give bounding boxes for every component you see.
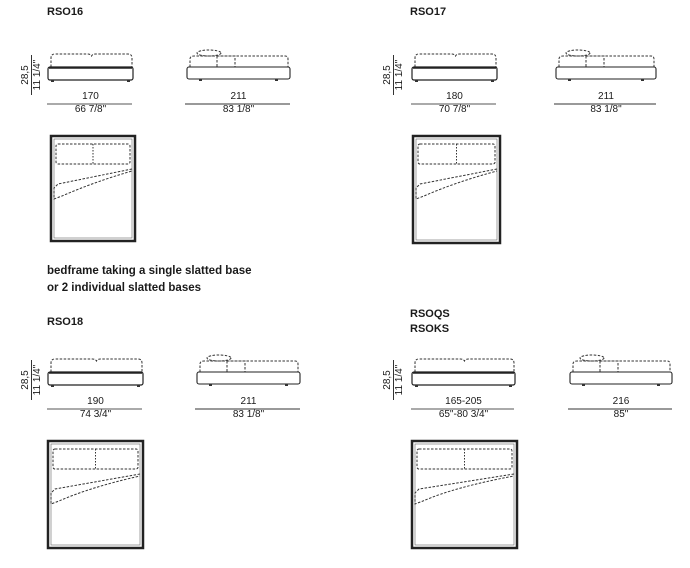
length-in: 83 1/8" bbox=[590, 104, 622, 115]
top-view-frame bbox=[46, 439, 145, 550]
front-bed-base bbox=[47, 371, 144, 386]
length-cm: 211 bbox=[230, 91, 247, 102]
length-in: 85" bbox=[613, 409, 629, 420]
width-cm: 165-205 bbox=[445, 396, 482, 407]
length-dimension: 211 83 1/8" bbox=[194, 396, 304, 421]
model-title: RSO17 bbox=[410, 6, 446, 18]
front-bed-base bbox=[411, 371, 516, 386]
length-dimension: 211 83 1/8" bbox=[551, 91, 661, 116]
side-bed-base bbox=[196, 371, 301, 385]
top-view-frame bbox=[49, 134, 137, 243]
side-foot bbox=[657, 384, 660, 386]
width-in: 70 7/8" bbox=[438, 104, 471, 115]
front-pillows-outline bbox=[50, 53, 133, 67]
side-foot bbox=[275, 79, 278, 81]
side-bed-base bbox=[569, 371, 673, 385]
length-dimension: 211 83 1/8" bbox=[184, 91, 294, 116]
top-view-frame bbox=[411, 134, 502, 245]
side-mattress-outline bbox=[558, 55, 655, 67]
side-pillow-outline bbox=[565, 49, 591, 57]
front-pillows-outline bbox=[414, 53, 497, 67]
blanket-fold-outline bbox=[415, 168, 498, 200]
side-mattress-outline bbox=[572, 360, 671, 372]
side-foot bbox=[582, 384, 585, 386]
top-pillows-outline bbox=[55, 143, 131, 165]
model-title: RSO16 bbox=[47, 6, 83, 18]
front-foot bbox=[415, 80, 418, 82]
side-bed-base bbox=[186, 66, 291, 80]
length-in: 83 1/8" bbox=[232, 409, 265, 420]
width-dimension: 180 70 7/8" bbox=[400, 91, 510, 116]
front-foot bbox=[51, 80, 54, 82]
width-in: 66 7/8" bbox=[74, 104, 107, 115]
side-mattress-outline bbox=[189, 55, 289, 67]
front-pillows-outline bbox=[50, 358, 143, 372]
front-pillows-outline bbox=[414, 358, 515, 372]
side-foot bbox=[568, 79, 571, 81]
front-foot bbox=[509, 385, 512, 387]
length-cm: 216 bbox=[612, 396, 630, 407]
side-pillow-outline bbox=[196, 49, 222, 57]
model-code: RSOQS bbox=[410, 308, 450, 320]
length-cm: 211 bbox=[598, 91, 614, 102]
model-code: RSO16 bbox=[47, 6, 84, 18]
side-foot bbox=[209, 384, 212, 386]
length-cm: 211 bbox=[240, 396, 257, 407]
model-code-alt: RSOKS bbox=[410, 323, 450, 335]
side-foot bbox=[199, 79, 202, 81]
model-code: RSO18 bbox=[47, 316, 84, 328]
bedframe-note: bedframe taking a single slatted base or… bbox=[47, 263, 252, 297]
model-title: RSO18 bbox=[47, 316, 83, 328]
width-dimension: 165-205 65"-80 3/4" bbox=[409, 396, 519, 421]
model-code: RSO17 bbox=[410, 6, 447, 18]
length-in: 83 1/8" bbox=[222, 104, 255, 115]
width-in: 65"-80 3/4" bbox=[438, 409, 489, 420]
blanket-fold-outline bbox=[53, 168, 133, 200]
front-bed-base bbox=[411, 66, 498, 81]
front-foot bbox=[51, 385, 54, 387]
width-in: 74 3/4" bbox=[79, 409, 112, 420]
side-mattress-outline bbox=[199, 360, 299, 372]
side-pillow-outline bbox=[206, 354, 232, 362]
top-view-inner bbox=[414, 443, 515, 546]
note-line-1: bedframe taking a single slatted base bbox=[47, 265, 252, 277]
front-foot bbox=[127, 80, 130, 82]
width-dimension: 170 66 7/8" bbox=[36, 91, 146, 116]
front-foot bbox=[137, 385, 140, 387]
blanket-fold-outline bbox=[50, 473, 141, 505]
front-foot bbox=[415, 385, 418, 387]
top-view-frame bbox=[410, 439, 519, 550]
width-cm: 190 bbox=[87, 396, 104, 407]
width-cm: 170 bbox=[82, 91, 99, 102]
side-foot bbox=[641, 79, 644, 81]
side-bed-base bbox=[555, 66, 657, 80]
blanket-fold-outline bbox=[414, 473, 515, 505]
front-bed-base bbox=[47, 66, 134, 81]
note-line-2: or 2 individual slatted bases bbox=[47, 282, 202, 294]
width-cm: 180 bbox=[446, 91, 463, 102]
model-title: RSOQS RSOKS bbox=[410, 308, 450, 335]
side-pillow-outline bbox=[579, 354, 605, 362]
width-dimension: 190 74 3/4" bbox=[41, 396, 151, 421]
front-foot bbox=[491, 80, 494, 82]
side-foot bbox=[285, 384, 288, 386]
